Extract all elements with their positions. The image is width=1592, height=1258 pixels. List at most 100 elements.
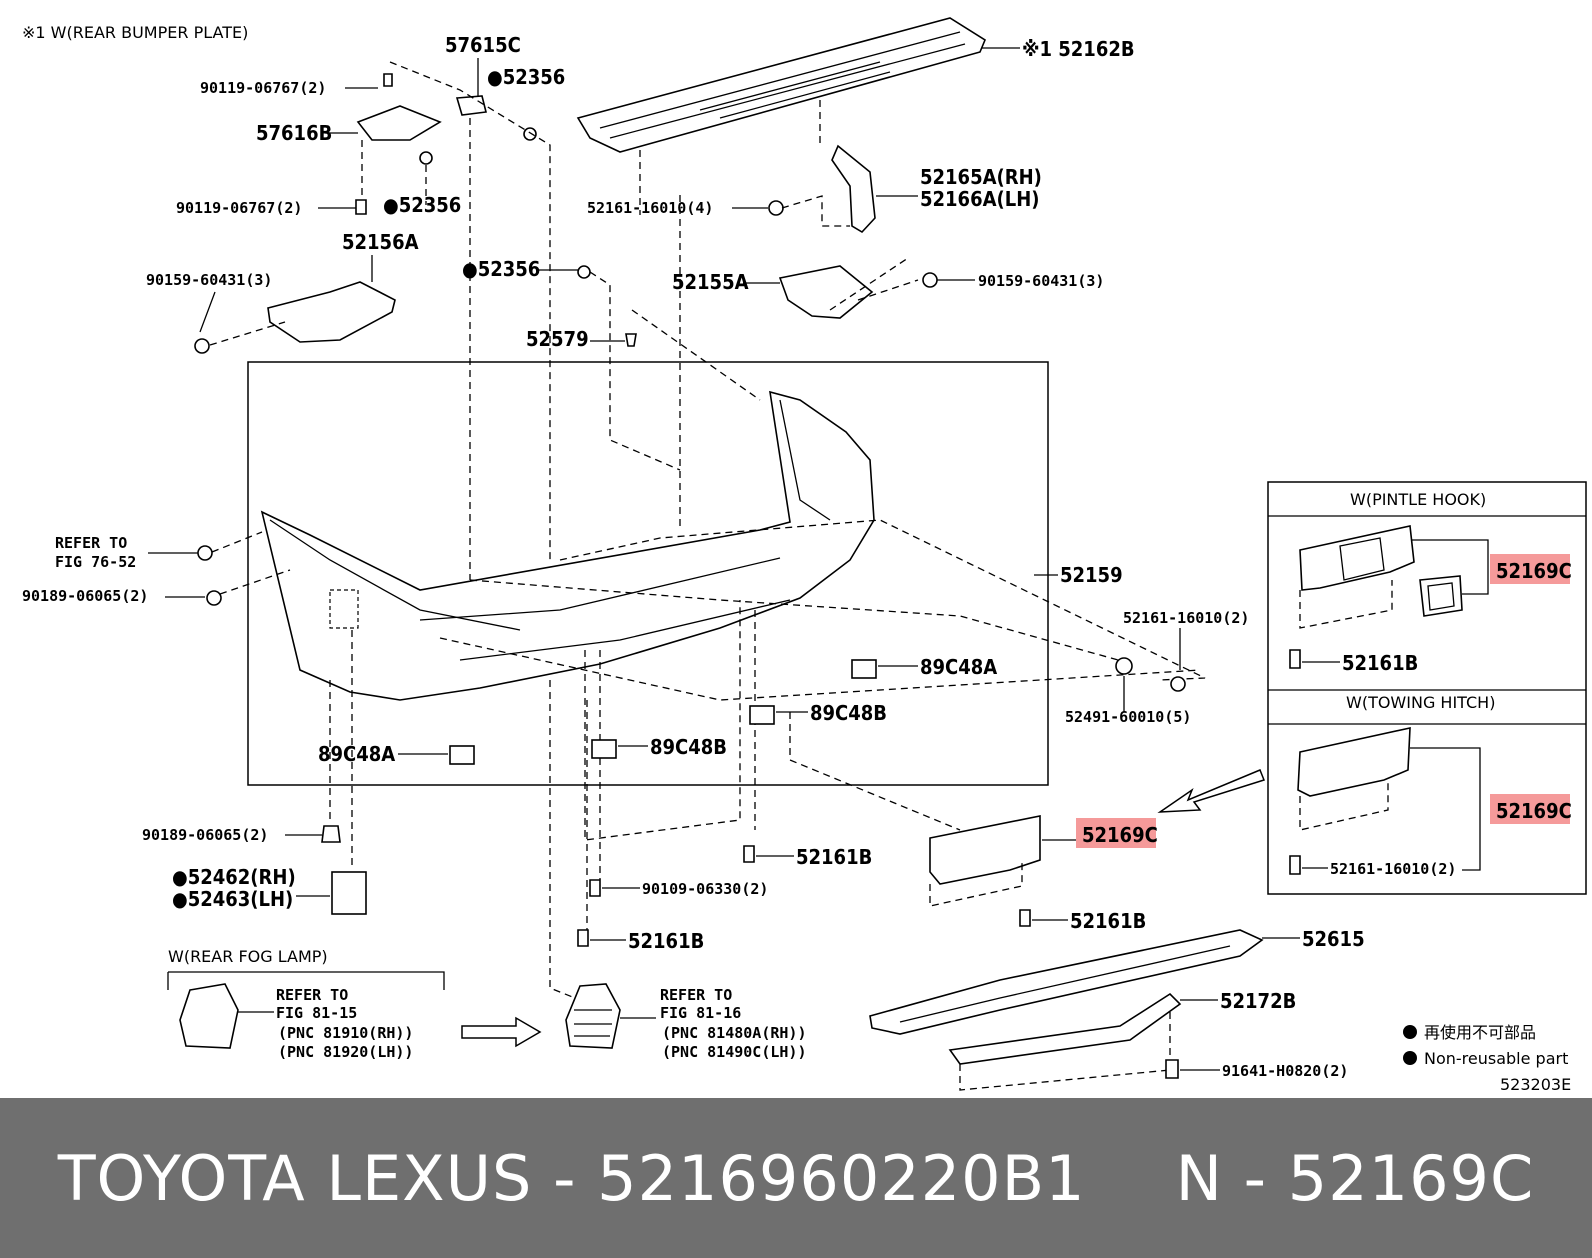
label-90189-06065-b[interactable]: 90189-06065(2)	[142, 826, 268, 844]
footer-bar: TOYOTA LEXUS - 5216960220B1 N - 52169C	[0, 1098, 1592, 1258]
clip-52161B-b[interactable]	[577, 929, 589, 947]
label-90159-60431-a[interactable]: 90159-60431(3)	[146, 271, 272, 289]
label-52161-16010-2-a[interactable]: 52161-16010(2)	[1123, 609, 1249, 627]
label-52155A[interactable]: 52155A	[672, 270, 749, 294]
legend-bullet-jp	[1403, 1025, 1417, 1039]
label-52356-c[interactable]: ●52356	[462, 257, 540, 281]
label-90189-06065-a[interactable]: 90189-06065(2)	[22, 587, 148, 605]
label-52159[interactable]: 52159	[1060, 563, 1123, 587]
bracket-52155A[interactable]	[778, 265, 874, 319]
label-52161-16010-4[interactable]: 52161-16010(4)	[587, 199, 713, 217]
part-57615C[interactable]	[455, 95, 487, 116]
bracket-52156A[interactable]	[267, 281, 396, 343]
rear-bumper-plate-52162B[interactable]	[576, 17, 986, 153]
clip-90189-b[interactable]	[321, 825, 341, 843]
clip-89C48B-2[interactable]	[591, 739, 617, 759]
label-52491-60010[interactable]: 52491-60010(5)	[1065, 708, 1191, 726]
label-89C48B-2[interactable]: 89C48B	[650, 735, 727, 759]
legend-bullet-en	[1403, 1051, 1417, 1065]
bolt-90119-a[interactable]	[383, 73, 393, 87]
clip-52161-16010-towing[interactable]	[1289, 855, 1301, 875]
label-52162B[interactable]: ※1 52162B	[1022, 37, 1135, 61]
fog-lamp-rh[interactable]	[179, 983, 239, 1049]
rear-bumper-cover-52159[interactable]	[260, 390, 875, 701]
label-52161B-b[interactable]: 52161B	[628, 929, 704, 953]
label-57615C[interactable]: 57615C	[445, 33, 521, 57]
legend-en: Non-reusable part	[1424, 1049, 1568, 1068]
clip-90189-a[interactable]	[206, 590, 222, 606]
clip-52356-c[interactable]	[577, 265, 591, 279]
label-57616B[interactable]: 57616B	[256, 121, 332, 145]
fog-ref1-line3: (PNC 81910(RH))	[278, 1024, 413, 1042]
plate-52462-52463[interactable]	[331, 871, 367, 915]
bolt-91641[interactable]	[1165, 1059, 1179, 1079]
bolt-90109[interactable]	[589, 879, 601, 897]
clip-52161-16010-2-a[interactable]	[1170, 676, 1186, 692]
diagram-code: 523203E	[1500, 1075, 1571, 1094]
parts-diagram: ※1 W(REAR BUMPER PLATE) ※1 52162B 57615C…	[22, 17, 1587, 1094]
main-assembly-frame	[247, 361, 1049, 786]
fog-lamp-lh[interactable]	[565, 983, 621, 1049]
label-52166A[interactable]: 52166A(LH)	[920, 187, 1040, 211]
label-91641-H0820[interactable]: 91641-H0820(2)	[1222, 1062, 1348, 1080]
label-52463[interactable]: ●52463(LH)	[172, 887, 293, 911]
label-52462[interactable]: ●52462(RH)	[172, 865, 296, 889]
cover-52169C-towing[interactable]	[1297, 726, 1411, 797]
label-90119-06767-a[interactable]: 90119-06767(2)	[200, 79, 326, 97]
refer-fig-76-52-line1: REFER TO	[55, 534, 127, 552]
clip-52356-b[interactable]	[419, 151, 433, 165]
label-52161B-c[interactable]: 52161B	[1070, 909, 1146, 933]
reinforcement-52615[interactable]	[869, 929, 1264, 1035]
fog-ref2-line2: FIG 81-16	[660, 1004, 741, 1022]
highlight-52169C-main	[1076, 818, 1156, 848]
clip-52161-16010[interactable]	[768, 200, 784, 216]
label-52579[interactable]: 52579	[526, 327, 589, 351]
rear-bumper-plate-note: ※1 W(REAR BUMPER PLATE)	[22, 23, 248, 42]
label-90159-60431-b[interactable]: 90159-60431(3)	[978, 272, 1104, 290]
bracket-57616B[interactable]	[356, 105, 442, 141]
cover-52169C-pintle[interactable]	[1299, 525, 1415, 591]
bezel-52169C-pintle[interactable]	[1419, 575, 1463, 617]
bolt-90159-b[interactable]	[922, 272, 938, 288]
label-52161B-a[interactable]: 52161B	[796, 845, 872, 869]
label-52169C-main[interactable]: 52169C	[1082, 823, 1158, 847]
bolt-90119-b[interactable]	[355, 199, 367, 215]
clip-52491[interactable]	[1115, 657, 1133, 675]
fog-ref2-line4: (PNC 81490C(LH))	[662, 1043, 807, 1061]
label-52161B-pintle[interactable]: 52161B	[1342, 651, 1418, 675]
clip-52161B-pintle[interactable]	[1289, 649, 1301, 669]
fog-ref2-line1: REFER TO	[660, 986, 732, 1004]
label-52161-16010-towing[interactable]: 52161-16010(2)	[1330, 860, 1456, 878]
option-box	[1267, 481, 1587, 895]
arrow-fog-lamp	[461, 1016, 542, 1048]
clip-89C48B-1[interactable]	[749, 705, 775, 725]
highlight-52169C-towing	[1490, 794, 1570, 824]
fog-ref1-line4: (PNC 81920(LH))	[278, 1043, 413, 1061]
clip-52161B-c[interactable]	[1019, 909, 1031, 927]
label-52172B[interactable]: 52172B	[1220, 989, 1296, 1013]
clip-52356-a[interactable]	[523, 127, 537, 141]
clip-52161B-a[interactable]	[743, 845, 755, 863]
label-90119-06767-b[interactable]: 90119-06767(2)	[176, 199, 302, 217]
label-52356-a[interactable]: ●52356	[487, 65, 565, 89]
pintle-hook-title: W(PINTLE HOOK)	[1350, 490, 1486, 509]
part-52579[interactable]	[625, 333, 637, 347]
label-52169C-towing[interactable]: 52169C	[1496, 799, 1572, 823]
bolt-90159-a[interactable]	[194, 338, 210, 354]
label-52615[interactable]: 52615	[1302, 927, 1365, 951]
label-52356-b[interactable]: ●52356	[383, 193, 461, 217]
label-90109-06330[interactable]: 90109-06330(2)	[642, 880, 768, 898]
label-89C48B-1[interactable]: 89C48B	[810, 701, 887, 725]
clip-89C48A-1[interactable]	[851, 659, 877, 679]
part-52165A-52166A[interactable]	[831, 144, 876, 234]
label-89C48A-2[interactable]: 89C48A	[318, 742, 395, 766]
label-52165A[interactable]: 52165A(RH)	[920, 165, 1042, 189]
label-52169C-pintle[interactable]: 52169C	[1496, 559, 1572, 583]
cover-52169C-main[interactable]	[929, 815, 1041, 885]
clip-89C48A-2[interactable]	[449, 745, 475, 765]
label-89C48A-1[interactable]: 89C48A	[920, 655, 997, 679]
label-52156A[interactable]: 52156A	[342, 230, 419, 254]
footer-brand-part: TOYOTA LEXUS - 5216960220B1	[57, 1141, 1086, 1215]
refer-fig-76-52-line2: FIG 76-52	[55, 553, 136, 571]
clip-refer-76-52[interactable]	[197, 545, 213, 561]
